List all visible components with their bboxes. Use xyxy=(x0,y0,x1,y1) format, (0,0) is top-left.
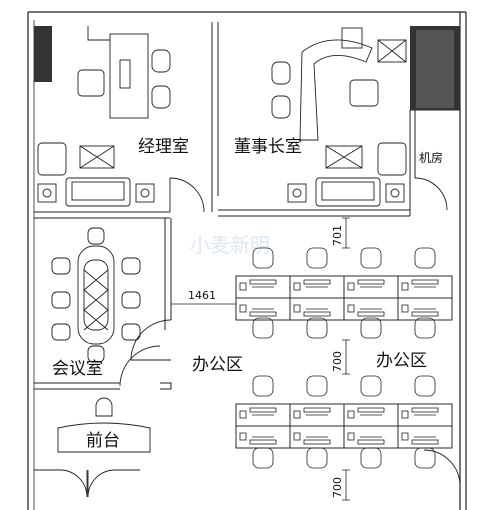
room-label-office-right: 办公区 xyxy=(376,351,427,371)
room-label-chairman: 董事长室 xyxy=(234,137,302,157)
chairman-chair xyxy=(349,79,379,107)
columns xyxy=(34,26,460,110)
manager-armchair xyxy=(37,142,67,176)
workstation-chair xyxy=(360,247,382,269)
room-label-server: 机房 xyxy=(419,150,443,165)
workstation-chair xyxy=(306,375,328,397)
room-label-manager: 经理室 xyxy=(138,137,189,157)
manager-chair xyxy=(77,69,105,97)
workstation-desk xyxy=(397,297,453,321)
workstation-chair xyxy=(360,375,382,397)
workstation-chair xyxy=(414,447,436,469)
workstation-chair xyxy=(360,447,382,469)
room-label-office-left: 办公区 xyxy=(192,355,243,375)
workstation-chair xyxy=(306,447,328,469)
manager-cabinet xyxy=(79,145,115,169)
dimension-clearance-top: 701 xyxy=(331,225,344,246)
chairman-desk xyxy=(299,39,373,141)
workstation-desk xyxy=(397,425,453,449)
manager-desk xyxy=(109,33,149,119)
room-label-reception: 前台 xyxy=(86,431,120,451)
dimension-corridor: 1461 xyxy=(188,289,216,302)
workstation-chair xyxy=(252,247,274,269)
watermark: 小麦新明 xyxy=(190,233,270,257)
workstation-desk xyxy=(235,297,291,321)
workstation-chair xyxy=(414,247,436,269)
workstation-chair xyxy=(306,317,328,339)
interior-walls xyxy=(34,22,460,471)
meeting-furniture xyxy=(51,227,141,363)
workstation-chair xyxy=(252,375,274,397)
room-label-meeting: 会议室 xyxy=(52,359,103,379)
manager-furniture xyxy=(37,26,171,207)
workstation-chair xyxy=(306,247,328,269)
chairman-furniture xyxy=(271,27,407,207)
meeting-table xyxy=(77,245,115,345)
doors xyxy=(59,177,461,498)
chairman-sofa xyxy=(315,177,381,207)
workstation-chair xyxy=(414,317,436,339)
workstation-chair xyxy=(252,317,274,339)
dimension-clearance-bottom: 700 xyxy=(331,477,344,498)
workstations xyxy=(235,247,453,469)
chairman-cabinet xyxy=(377,39,407,63)
manager-sofa xyxy=(65,177,131,207)
reception-furniture xyxy=(57,397,151,453)
dimension-clearance-middle: 700 xyxy=(331,351,344,372)
reception-desk xyxy=(57,422,151,453)
dimension-lines xyxy=(170,217,350,501)
workstation-chair xyxy=(360,317,382,339)
workstation-chair xyxy=(414,375,436,397)
workstation-chair xyxy=(252,447,274,469)
